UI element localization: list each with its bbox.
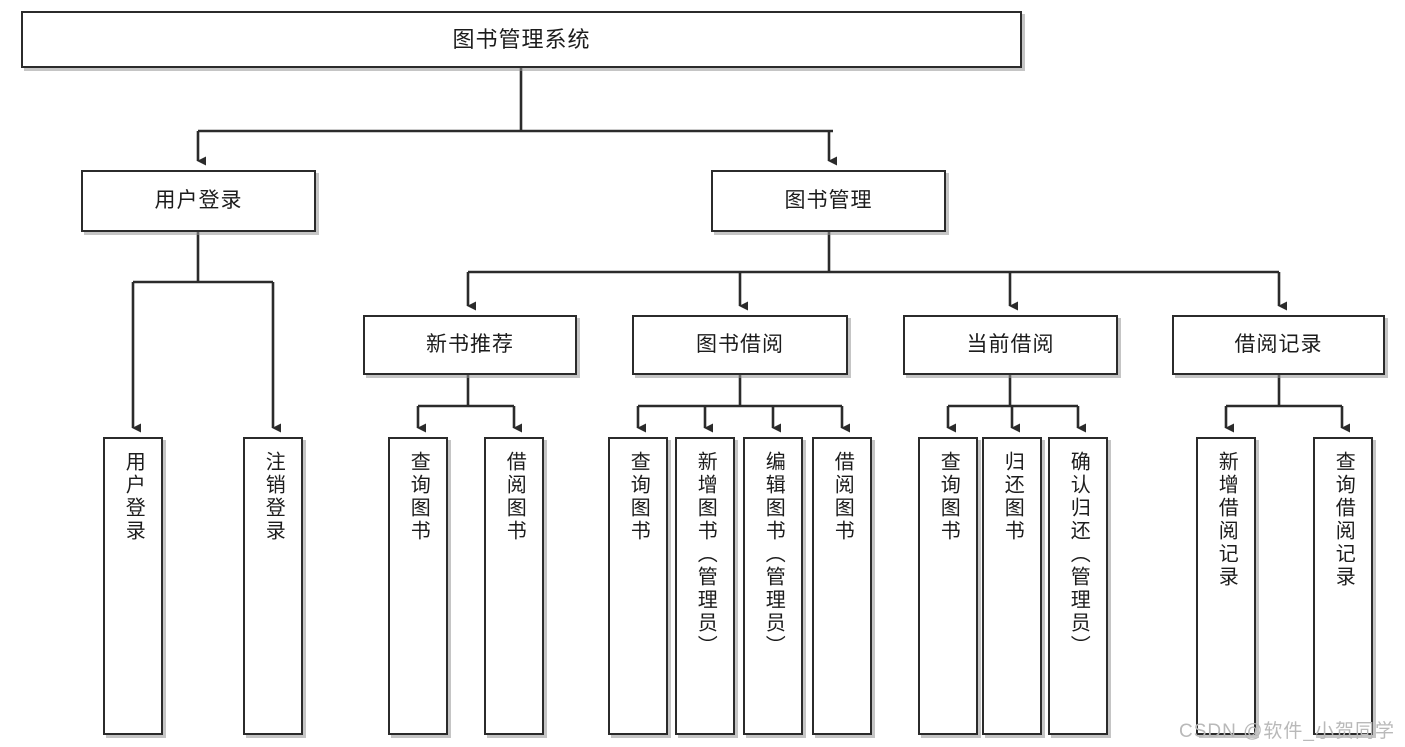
leaf-return-book-label: 归还图书: [1001, 451, 1024, 543]
leaf-logout[interactable]: 注销登录: [243, 437, 303, 735]
node-book-management-label: 图书管理: [784, 188, 873, 212]
leaf-user-login[interactable]: 用户登录: [103, 437, 163, 735]
node-book-borrow[interactable]: 图书借阅: [632, 315, 848, 375]
watermark: CSDN @软件_小贺同学: [1179, 721, 1395, 742]
node-root-label: 图书管理系统: [452, 26, 591, 52]
leaf-query-book-borrow-label: 查询图书: [627, 451, 650, 543]
node-root[interactable]: 图书管理系统: [21, 11, 1022, 68]
leaf-query-book-current-label: 查询图书: [937, 451, 960, 543]
leaf-add-book-admin[interactable]: 新增图书（管理员）: [675, 437, 735, 735]
leaf-confirm-return-admin-label: 确认归还（管理员）: [1067, 451, 1090, 658]
leaf-borrow-book[interactable]: 借阅图书: [812, 437, 872, 735]
leaf-query-borrow-record[interactable]: 查询借阅记录: [1313, 437, 1373, 735]
node-new-book-recommend-label: 新书推荐: [426, 332, 514, 356]
node-borrow-record-label: 借阅记录: [1234, 332, 1323, 356]
node-new-book-recommend[interactable]: 新书推荐: [363, 315, 577, 375]
leaf-borrow-book-recommend[interactable]: 借阅图书: [484, 437, 544, 735]
node-book-borrow-label: 图书借阅: [696, 332, 784, 356]
leaf-borrow-book-recommend-label: 借阅图书: [503, 451, 526, 543]
leaf-add-borrow-record-label: 新增借阅记录: [1215, 451, 1238, 589]
node-current-borrow-label: 当前借阅: [966, 332, 1055, 356]
node-user-login-label: 用户登录: [154, 188, 243, 212]
node-borrow-record[interactable]: 借阅记录: [1172, 315, 1385, 375]
leaf-query-book-recommend[interactable]: 查询图书: [388, 437, 448, 735]
leaf-confirm-return-admin[interactable]: 确认归还（管理员）: [1048, 437, 1108, 735]
leaf-add-book-admin-label: 新增图书（管理员）: [694, 451, 717, 658]
leaf-edit-book-admin[interactable]: 编辑图书（管理员）: [743, 437, 803, 735]
leaf-edit-book-admin-label: 编辑图书（管理员）: [762, 451, 785, 658]
leaf-query-book-borrow[interactable]: 查询图书: [608, 437, 668, 735]
leaf-return-book[interactable]: 归还图书: [982, 437, 1042, 735]
leaf-query-borrow-record-label: 查询借阅记录: [1332, 451, 1355, 589]
node-current-borrow[interactable]: 当前借阅: [903, 315, 1118, 375]
leaf-query-book-current[interactable]: 查询图书: [918, 437, 978, 735]
leaf-logout-label: 注销登录: [262, 451, 285, 543]
leaf-borrow-book-label: 借阅图书: [831, 451, 854, 543]
leaf-add-borrow-record[interactable]: 新增借阅记录: [1196, 437, 1256, 735]
node-user-login[interactable]: 用户登录: [81, 170, 316, 232]
leaf-query-book-recommend-label: 查询图书: [407, 451, 430, 543]
leaf-user-login-label: 用户登录: [122, 451, 145, 543]
node-book-management[interactable]: 图书管理: [711, 170, 946, 232]
